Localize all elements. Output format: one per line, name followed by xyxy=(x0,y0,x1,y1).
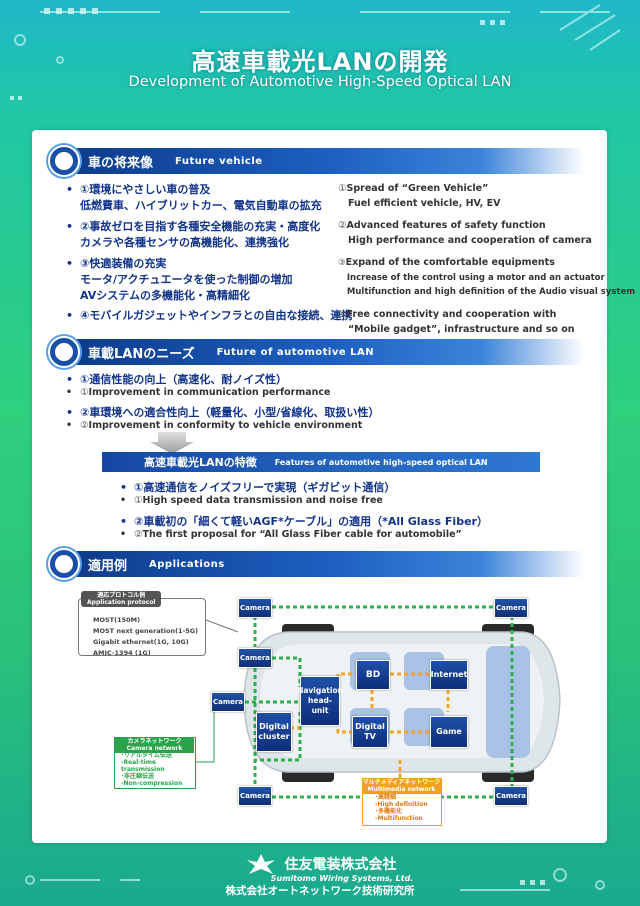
camera-node-left: Camera xyxy=(211,692,245,712)
future-jp-2: •②事故ゼロを目指す各種安全機能の充実・高度化カメラや各種センサの高機能化、連携… xyxy=(66,220,321,249)
features-en-1: •①High speed data transmission and noise… xyxy=(120,495,383,506)
section-title-jp: 車載LANのニーズ xyxy=(88,346,195,362)
rear-seat xyxy=(486,646,530,758)
future-en-4: ④Free connectivity and cooperation with … xyxy=(338,309,575,335)
page-subtitle: Development of Automotive High-Speed Opt… xyxy=(128,74,512,90)
sws-logo-icon xyxy=(247,854,276,874)
down-arrow-icon xyxy=(150,432,194,454)
features-en-2: •②The first proposal for “All Glass Fibe… xyxy=(120,529,462,540)
needs-jp-2: •②車環境への適合性向上（軽量化、小型/省線化、取扱い性） xyxy=(66,406,380,419)
section-future-vehicle: 車の将来像 Future vehicle xyxy=(50,147,584,175)
game-node: Game xyxy=(430,716,468,748)
institute-name: 株式会社オートネットワーク技術研究所 xyxy=(225,885,415,897)
internet-node: Internet xyxy=(430,660,468,690)
features-jp-2: •②車載初の「細くて軽いAGF*ケーブル」の適用（*All Glass Fibe… xyxy=(120,515,488,528)
bd-node: BD xyxy=(356,660,390,690)
section-title-en: Future of automotive LAN xyxy=(216,346,375,358)
section-applications: 適用例 Applications xyxy=(50,550,584,578)
section-title-jp: 適用例 xyxy=(88,558,128,574)
features-jp-1: •①高速通信をノイズフリーで実現（ギガビット通信） xyxy=(120,481,396,494)
section-title-en: Applications xyxy=(149,558,225,570)
future-en-1: ①Spread of “Green Vehicle” Fuel efficien… xyxy=(338,183,501,209)
future-en-3: ③Expand of the comfortable equipments In… xyxy=(338,257,636,297)
future-jp-4: •④モバイルガジェットやインフラとの自由な接続、連携 xyxy=(66,309,353,322)
section-ring-icon xyxy=(50,338,78,366)
section-ring-icon xyxy=(50,550,78,578)
section-title-jp: 車の将来像 xyxy=(88,155,154,171)
camera-node-front-right: Camera xyxy=(494,598,528,618)
section-ring-icon xyxy=(50,147,78,175)
section-title-en: Future vehicle xyxy=(175,155,263,167)
needs-jp-1: •①通信性能の向上（高速化、耐ノイズ性） xyxy=(66,373,287,386)
camera-node-rear-left: Camera xyxy=(238,786,272,806)
future-en-2: ②Advanced features of safety function Hi… xyxy=(338,220,592,246)
future-jp-1: •①環境にやさしい車の普及低燃費車、ハイブリットカー、電気自動車の拡充 xyxy=(66,183,322,212)
section-lan-needs: 車載LANのニーズ Future of automotive LAN xyxy=(50,338,584,366)
needs-en-2: •②Improvement in conformity to vehicle e… xyxy=(66,420,363,431)
camera-node-left-mirror: Camera xyxy=(238,648,272,668)
needs-en-1: •①Improvement in communication performan… xyxy=(66,387,331,398)
camera-node-front-left: Camera xyxy=(238,598,272,618)
camera-node-rear-right: Camera xyxy=(494,786,528,806)
features-header: 高速車載光LANの特徴 Features of automotive high-… xyxy=(102,452,540,472)
company-logo: 住友電装株式会社 Sumitomo Wiring Systems, Ltd. xyxy=(0,852,640,883)
car-interior xyxy=(260,644,544,758)
page-title: 高速車載光LANの開発 xyxy=(191,48,449,76)
